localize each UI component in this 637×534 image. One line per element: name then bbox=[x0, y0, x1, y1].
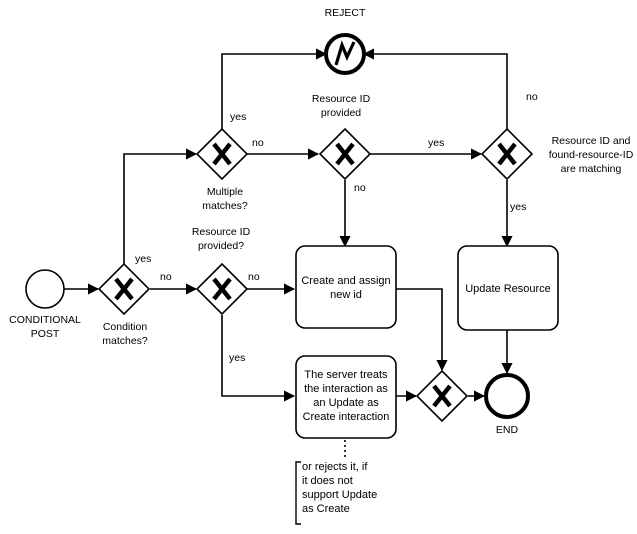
edge-condition-yes bbox=[123, 148, 198, 264]
task-update-resource-label: Update Resource bbox=[465, 283, 551, 295]
task-update-resource bbox=[457, 245, 559, 331]
reject-event bbox=[324, 33, 366, 75]
edge-multiple-yes bbox=[221, 48, 328, 129]
annotation-bracket bbox=[295, 461, 301, 525]
label-condition-no: no bbox=[160, 271, 172, 283]
reject-label: REJECT bbox=[325, 7, 366, 19]
edges bbox=[64, 48, 513, 402]
label-idbottom-yes: yes bbox=[229, 352, 245, 364]
label-multiple-yes: yes bbox=[230, 111, 246, 123]
error-icon bbox=[334, 40, 356, 66]
gateway-merge bbox=[415, 369, 469, 423]
exclusive-x-icon bbox=[432, 384, 452, 408]
gateway-id-provided-bottom bbox=[195, 262, 249, 316]
gateway-condition bbox=[97, 262, 151, 316]
exclusive-x-icon bbox=[497, 142, 517, 166]
label-matching-yes: yes bbox=[510, 201, 526, 213]
task-create-assign bbox=[295, 245, 397, 329]
end-event bbox=[484, 373, 530, 419]
label-idtop-yes: yes bbox=[428, 137, 444, 149]
gateways bbox=[97, 127, 534, 423]
exclusive-x-icon bbox=[335, 142, 355, 166]
label-multiple-no: no bbox=[252, 137, 264, 149]
edge-idbottom-yes bbox=[221, 315, 296, 402]
end-label: END bbox=[496, 424, 519, 436]
edge-create-to-merge bbox=[396, 288, 448, 372]
label-condition-yes: yes bbox=[135, 253, 151, 265]
gateway-multiple bbox=[195, 127, 249, 181]
gateway-id-provided-top bbox=[318, 127, 372, 181]
start-event bbox=[25, 269, 65, 309]
label-idtop-no: no bbox=[354, 182, 366, 194]
edge-matching-no bbox=[362, 48, 508, 129]
task-update-as-create bbox=[295, 355, 397, 439]
exclusive-x-icon bbox=[212, 142, 232, 166]
label-matching-no: no bbox=[526, 91, 538, 103]
label-idbottom-no: no bbox=[248, 271, 260, 283]
exclusive-x-icon bbox=[114, 277, 134, 301]
gateway-id-matching bbox=[480, 127, 534, 181]
exclusive-x-icon bbox=[212, 277, 232, 301]
